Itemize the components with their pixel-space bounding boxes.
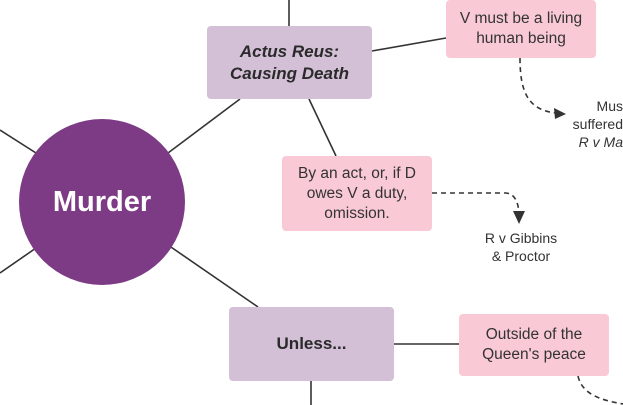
connector-actus-reus-act-omission <box>308 98 337 157</box>
connector-hub-unless <box>167 244 259 308</box>
dashed-link-living-human-case <box>519 57 557 114</box>
topic-actus-reus-line2: Causing Death <box>229 63 350 83</box>
topic-actus-reus-line1: Actus Reus: <box>239 41 340 61</box>
connector-hub-actus-reus <box>167 98 241 154</box>
case-note-partial-must: Mus <box>596 98 623 114</box>
dashed-link-act-omission-case <box>432 192 520 215</box>
case-note-partial-case: R v Ma <box>578 134 623 150</box>
leaf-outside-queens-peace[interactable]: Outside of the Queen's peace <box>459 314 609 376</box>
arrowhead-living-human-case <box>554 108 566 119</box>
arrowhead-act-omission-case <box>513 211 525 224</box>
topic-actus-reus[interactable]: Actus Reus: Causing Death <box>207 26 372 99</box>
central-topic-murder[interactable]: Murder <box>19 119 185 285</box>
topic-unless[interactable]: Unless... <box>229 307 394 381</box>
case-note-partial-suffered: suffered <box>572 116 623 132</box>
connector-actus-reus-living-human <box>371 37 447 52</box>
topic-unless-label: Unless... <box>276 334 347 353</box>
connector-hub-lower-left <box>0 247 37 274</box>
central-topic-label: Murder <box>52 185 152 218</box>
dashed-link-queens-peace-case <box>577 375 623 405</box>
connector-hub-upper-left <box>0 129 37 154</box>
leaf-act-or-omission[interactable]: By an act, or, if D owes V a duty, omiss… <box>282 156 432 231</box>
case-note-gibbins-proctor: R v Gibbins & Proctor <box>484 230 558 264</box>
leaf-living-human-being[interactable]: V must be a living human being <box>446 0 596 58</box>
